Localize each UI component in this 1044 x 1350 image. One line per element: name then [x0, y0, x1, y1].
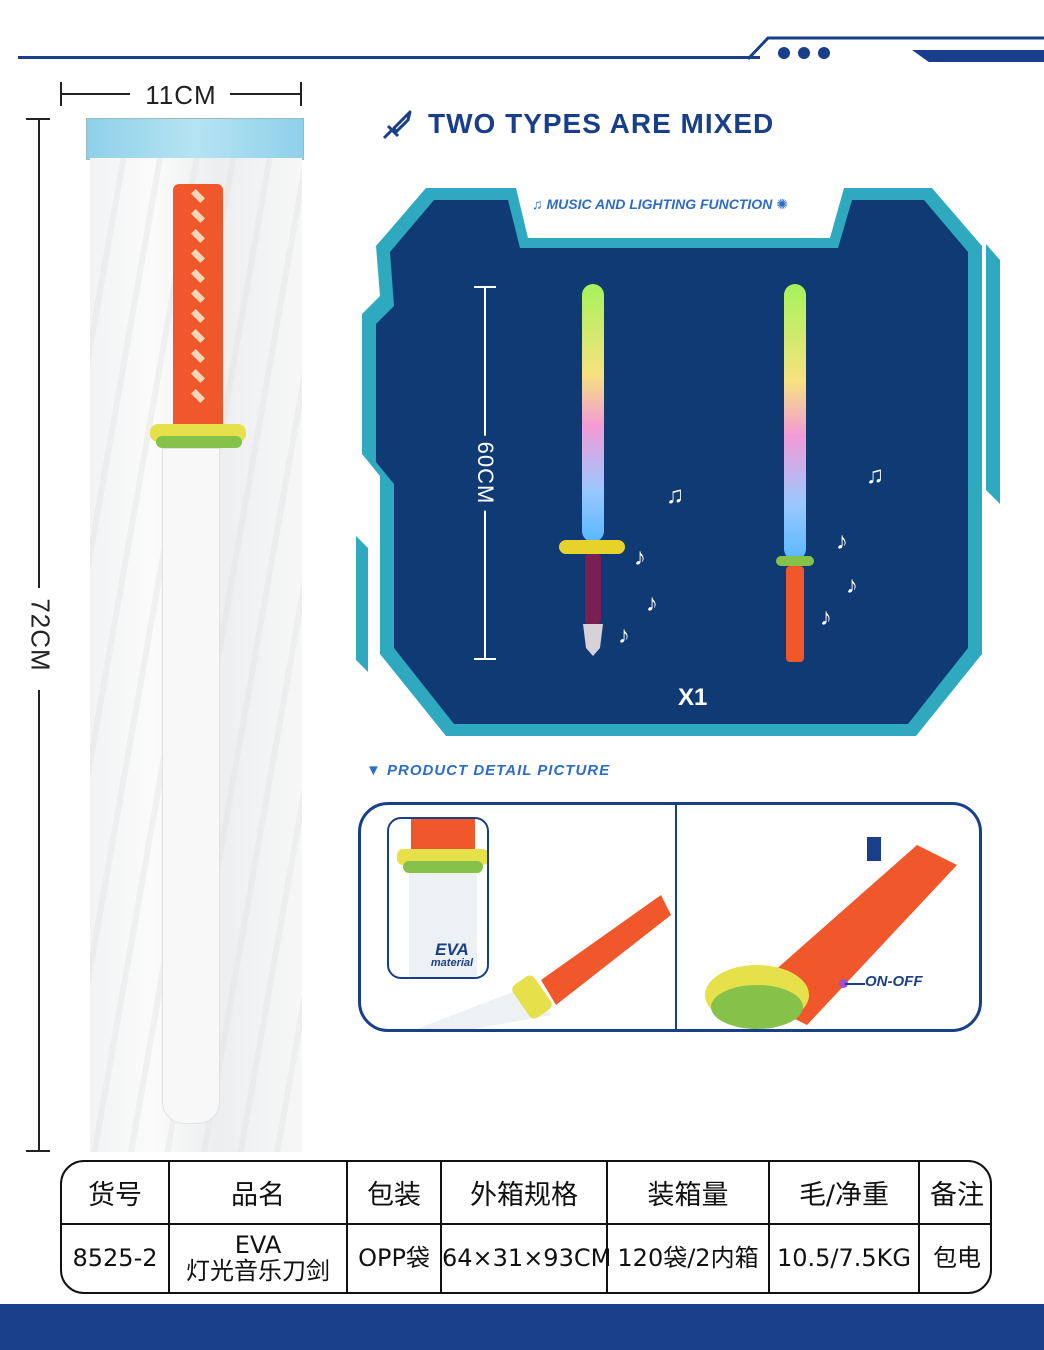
- detail-pictures-box: EVA material ON-OFF: [358, 802, 982, 1032]
- music-note-icon: ♫: [666, 482, 684, 509]
- music-note-icon: ♪: [846, 572, 858, 599]
- cell-name-line2: 灯光音乐刀剑: [186, 1256, 330, 1285]
- detail-title-text: PRODUCT DETAIL PICTURE: [387, 762, 611, 779]
- header-carton-size: 外箱规格: [441, 1162, 608, 1225]
- sword-length-label: 60CM: [472, 435, 498, 511]
- sword-icon: [382, 110, 412, 140]
- header-line: [18, 56, 760, 59]
- cell-name-line1: EVA: [234, 1231, 282, 1260]
- panel-frame: [356, 188, 1000, 736]
- music-note-icon: ♪: [836, 528, 848, 555]
- header-packing: 包装: [347, 1162, 442, 1225]
- detail-title: ▼ PRODUCT DETAIL PICTURE: [366, 762, 611, 779]
- header-weight: 毛/净重: [769, 1162, 920, 1225]
- package-header-card: [86, 118, 304, 160]
- switch-marker: [839, 979, 848, 988]
- spec-header-row: 货号 品名 包装 外箱规格 装箱量 毛/净重 备注: [62, 1162, 990, 1225]
- music-note-icon: ♪: [618, 622, 630, 649]
- spec-table: 货号 品名 包装 外箱规格 装箱量 毛/净重 备注 8525-2 EVA 灯光音…: [60, 1160, 992, 1294]
- light-sword-2: [776, 284, 814, 662]
- switch-label: ON-OFF: [865, 973, 923, 990]
- header-item-no: 货号: [62, 1162, 170, 1225]
- header-dots: [778, 47, 830, 59]
- detail-divider: [675, 805, 677, 1029]
- light-sword-1: [559, 284, 625, 656]
- panel-subtitle-text: MUSIC AND LIGHTING FUNCTION: [546, 196, 773, 212]
- music-note-icon: ♫: [866, 462, 884, 489]
- music-note-icon: ♪: [634, 544, 646, 571]
- cell-name: EVA 灯光音乐刀剑: [169, 1224, 348, 1292]
- spec-data-row: 8525-2 EVA 灯光音乐刀剑 OPP袋 64×31×93CM 120袋/2…: [62, 1224, 990, 1292]
- header-remark: 备注: [919, 1162, 990, 1225]
- package-height-dimension: 72CM: [24, 118, 56, 1152]
- sword-length-dimension: 60CM: [472, 286, 498, 660]
- cell-carton-size: 64×31×93CM: [441, 1224, 611, 1292]
- detail-sword-right: [705, 837, 957, 1029]
- music-note-icon: ♪: [646, 590, 658, 617]
- music-note-icon: ♫: [532, 196, 543, 212]
- switch-pointer-line: [845, 983, 865, 985]
- header-slant-line: [748, 36, 1044, 60]
- packaged-sword-guard-base: [156, 436, 242, 448]
- packaged-sword-handle: [173, 184, 223, 424]
- header-bar: [912, 50, 1044, 62]
- eva-label-line2: material: [430, 957, 474, 969]
- lighting-panel: ♫MUSIC AND LIGHTING FUNCTION ✺: [356, 184, 1002, 742]
- cell-packing: OPP袋: [347, 1224, 442, 1292]
- cell-remark: 包电: [933, 1243, 981, 1272]
- eva-material-label: EVA material: [407, 941, 497, 969]
- footer-bar: [0, 1304, 1044, 1350]
- eva-material-callout: [387, 817, 489, 979]
- header-carton-qty: 装箱量: [607, 1162, 770, 1225]
- light-bulb-icon: ✺: [772, 196, 788, 212]
- eva-label-line1: EVA: [435, 940, 469, 959]
- panel-subtitle: ♫MUSIC AND LIGHTING FUNCTION ✺: [532, 196, 788, 213]
- quantity-label: X1: [678, 684, 708, 711]
- header-name: 品名: [169, 1162, 348, 1225]
- packaged-sword-blade: [162, 448, 220, 1124]
- cell-item-no: 8525-2: [62, 1224, 170, 1292]
- package-width-dimension: 11CM: [60, 80, 302, 110]
- music-note-icon: ♪: [820, 604, 832, 631]
- detail-sword-left: [416, 895, 671, 1029]
- package-width-label: 11CM: [145, 80, 217, 110]
- package-height-label: 72CM: [25, 598, 56, 672]
- cell-weight: 10.5/7.5KG: [769, 1224, 920, 1292]
- cell-carton-qty: 120袋/2内箱: [607, 1224, 770, 1292]
- section-title: TWO TYPES ARE MIXED: [428, 108, 775, 139]
